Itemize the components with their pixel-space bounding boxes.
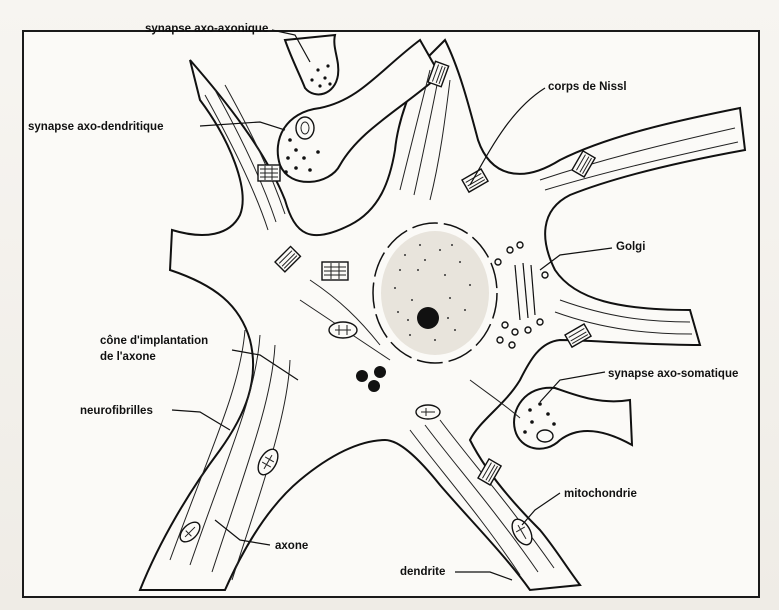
label-mitochondrie: mitochondrie <box>564 488 637 500</box>
label-neurofibrilles: neurofibrilles <box>80 405 153 417</box>
synapse-axo-axonique-bouton <box>285 35 338 94</box>
label-cone-line-2: de l'axone <box>100 351 156 363</box>
label-synapse-axo-axonique: synapse axo-axonique <box>145 23 268 35</box>
label-axone: axone <box>275 540 308 552</box>
nucleus <box>373 223 497 363</box>
label-dendrite: dendrite <box>400 566 445 578</box>
label-cone-line-1: cône d'implantation <box>100 335 208 347</box>
label-corps-de-nissl: corps de Nissl <box>548 81 627 93</box>
label-golgi: Golgi <box>616 241 645 253</box>
label-synapse-axo-somatique: synapse axo-somatique <box>608 368 738 380</box>
nucleolus <box>417 307 439 329</box>
label-synapse-axo-dendritique: synapse axo-dendritique <box>28 121 163 133</box>
synapse-axo-somatique-bouton <box>514 388 632 449</box>
